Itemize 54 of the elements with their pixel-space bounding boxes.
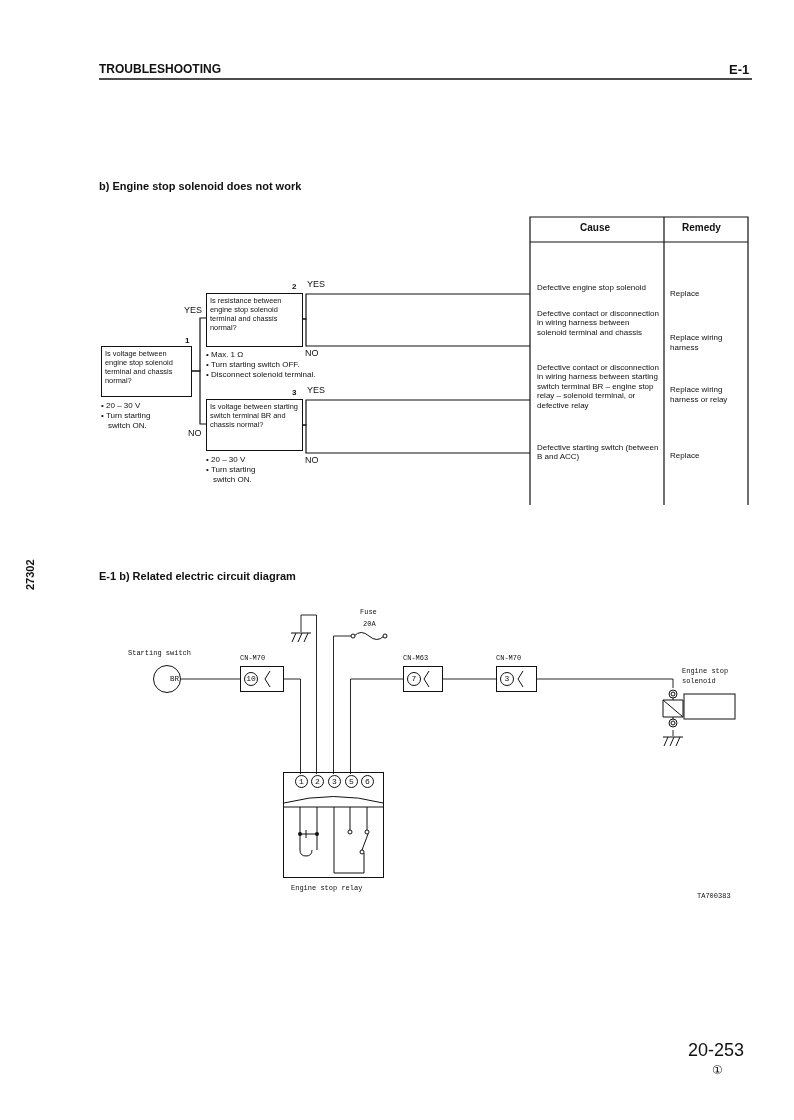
flow-line — [302, 399, 531, 426]
wire — [333, 635, 352, 775]
wire — [672, 729, 674, 737]
edge-label: YES — [307, 280, 325, 290]
check-condition: • Turn starting switch OFF. — [206, 360, 300, 370]
edge-label: YES — [184, 306, 202, 316]
column-header: Remedy — [682, 222, 721, 233]
column-header: Cause — [580, 222, 610, 233]
check-condition: • Turn starting switch ON. — [206, 465, 257, 484]
edge-label: NO — [305, 349, 319, 359]
flow-line — [302, 424, 531, 454]
revision-mark: ① — [712, 1063, 723, 1077]
flow-line — [302, 293, 531, 320]
section-code: E-1 — [729, 62, 750, 77]
remedy-text: Replace wiring harness — [670, 333, 724, 353]
subsection-heading: E-1 b) Related electric circuit diagram — [99, 570, 296, 582]
remedy-text: Replace — [670, 289, 700, 298]
cause-text: Defective contact or disconnection in wiring harness between solenoid terminal and chassis — [530, 308, 664, 360]
step-number: 2 — [292, 282, 297, 292]
edge-label: NO — [188, 429, 202, 439]
cause-text: Defective starting switch (between B and ACC) — [530, 442, 664, 472]
wire — [300, 614, 317, 775]
edge-label: NO — [305, 456, 319, 466]
check-condition: • Disconnect solenoid terminal. — [206, 370, 316, 380]
section-heading: TROUBLESHOOTING — [99, 62, 221, 76]
flow-line — [191, 370, 207, 425]
cause-text: Defective contact or disconnection in wiring harness between starting switch terminal BR – engine stop relay – solenoid terminal, or defective relay — [530, 362, 664, 440]
relay-box — [283, 772, 384, 878]
connector-box — [240, 666, 284, 692]
connector-box — [403, 666, 443, 692]
remedy-text: Replace — [670, 451, 700, 460]
wire — [442, 678, 497, 680]
wire — [350, 678, 404, 775]
step-number: 3 — [292, 388, 297, 398]
check-condition: • 20 – 30 V — [101, 401, 141, 411]
check-condition: • Max. 1 Ω — [206, 350, 244, 360]
fuse-symbol — [351, 631, 387, 641]
ground-symbol — [662, 736, 684, 748]
wire — [180, 678, 241, 680]
flow-line — [302, 318, 531, 347]
check-condition: • Turn starting switch ON. — [101, 411, 152, 430]
edge-label: YES — [307, 386, 325, 396]
check-condition: • 20 – 30 V — [206, 455, 246, 465]
subsection-heading: b) Engine stop solenoid does not work — [99, 180, 302, 192]
page-margin-code: 27302 — [24, 559, 36, 590]
wire — [283, 678, 301, 775]
wire — [536, 678, 674, 689]
cause-text: Defective engine stop solenoid — [530, 282, 664, 309]
solenoid-symbol — [662, 688, 736, 730]
remedy-text: Replace wiring harness or relay — [670, 385, 729, 405]
ground-symbol — [290, 632, 312, 644]
connector-box — [496, 666, 537, 692]
page-number: 20-253 — [688, 1040, 745, 1061]
step-number: 1 — [185, 336, 190, 346]
